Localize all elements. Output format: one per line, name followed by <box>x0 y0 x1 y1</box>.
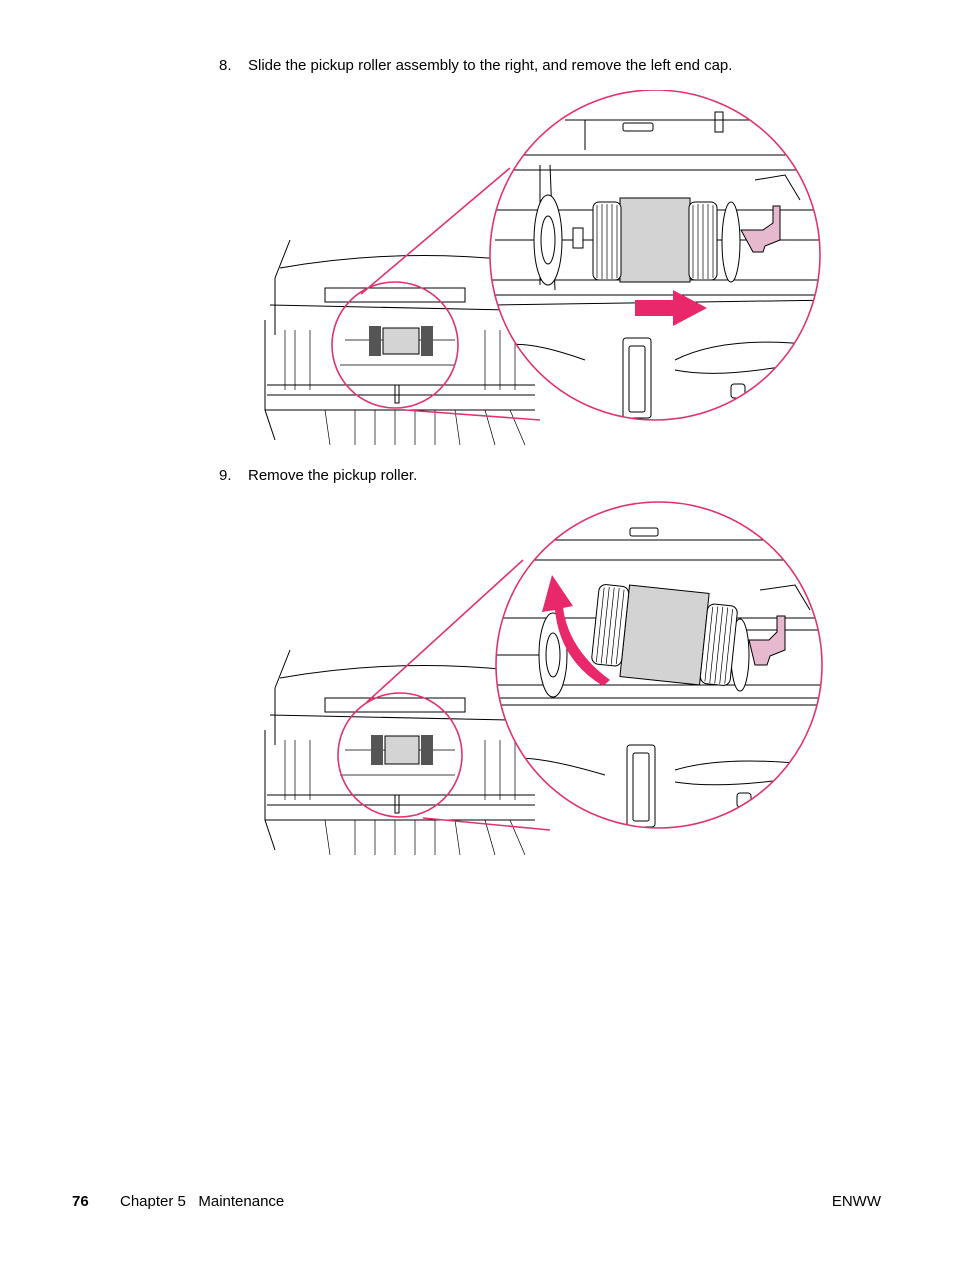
pickup-roller-detail <box>591 584 738 686</box>
printer-body-outline <box>264 239 535 446</box>
step-8-text: Slide the pickup roller assembly to the … <box>248 57 733 74</box>
step-8-number: 8. <box>219 57 232 74</box>
figure-remove-roller-illustration <box>264 501 823 856</box>
roller-tire-left <box>592 201 622 281</box>
zoom-leader-bottom <box>422 817 551 831</box>
end-cap-left <box>748 615 786 666</box>
zoom-leader-bottom <box>404 409 541 421</box>
right-arrow-icon <box>635 290 707 326</box>
zoom-leader-top <box>366 559 524 703</box>
figure-slide-roller-illustration <box>264 90 821 446</box>
figure-remove-roller <box>255 500 835 860</box>
zoom-leader-top <box>360 167 511 295</box>
zoom-detail-content <box>496 527 822 828</box>
zoom-detail-circle <box>489 90 821 421</box>
zoom-source-circle <box>331 281 459 409</box>
zoom-source-circle <box>337 692 463 818</box>
step-9-text: Remove the pickup roller. <box>248 467 418 484</box>
pickup-roller-small <box>371 735 433 765</box>
step-9-number: 9. <box>219 467 232 484</box>
page-number: 76 <box>72 1193 89 1210</box>
zoom-detail-content <box>490 111 820 419</box>
pickup-roller-small <box>369 326 433 356</box>
roller-tire-right <box>688 201 718 281</box>
end-cap-left <box>740 205 781 253</box>
step-9: 9. Remove the pickup roller. <box>219 467 417 485</box>
figure-slide-roller <box>255 90 835 450</box>
curved-up-arrow-icon <box>542 575 610 686</box>
footer-label: ENWW <box>831 1193 881 1210</box>
step-8: 8. Slide the pickup roller assembly to th… <box>219 57 732 75</box>
chapter-title: Chapter 5 Maintenance <box>120 1193 285 1210</box>
zoom-detail-circle <box>495 501 823 829</box>
